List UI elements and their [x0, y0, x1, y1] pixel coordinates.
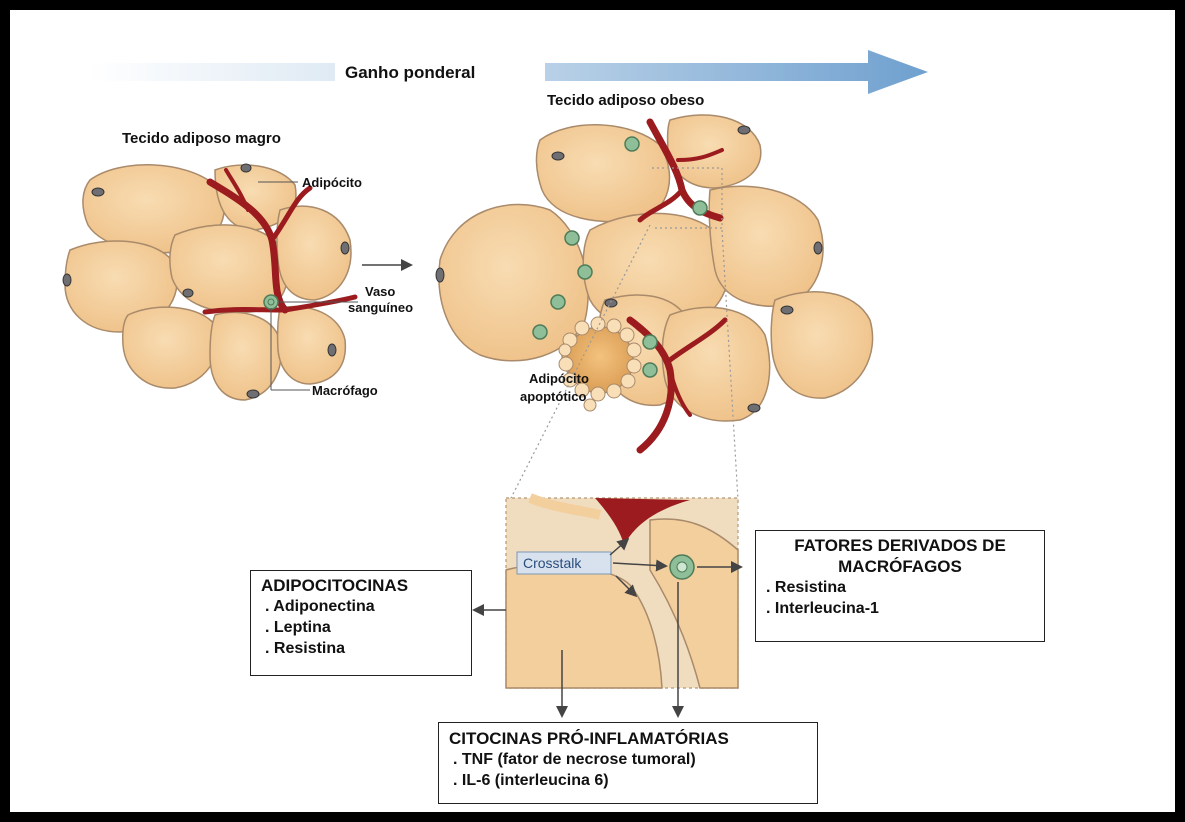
adipocitocinas-item: . Adiponectina — [261, 596, 461, 617]
fatores-box: FATORES DERIVADOS DE MACRÓFAGOS . Resist… — [755, 530, 1045, 642]
diagram-canvas: Ganho ponderal Tecido adiposo magro — [10, 10, 1175, 812]
zoom-panel: Crosstalk — [506, 498, 738, 688]
arrow-title: Ganho ponderal — [345, 63, 475, 82]
adipocitocinas-item: . Leptina — [261, 617, 461, 638]
label-apoptotic-2: apoptótico — [520, 389, 586, 404]
label-vessel-1: Vaso — [365, 284, 395, 299]
citocinas-box: CITOCINAS PRÓ-INFLAMATÓRIAS . TNF (fator… — [438, 722, 818, 804]
fatores-title-2: MACRÓFAGOS — [762, 556, 1038, 577]
fatores-item: . Interleucina-1 — [762, 598, 1038, 619]
fatores-title-1: FATORES DERIVADOS DE — [762, 535, 1038, 556]
label-vessel-2: sanguíneo — [348, 300, 413, 315]
adipocitocinas-box: ADIPOCITOCINAS . Adiponectina . Leptina … — [250, 570, 472, 676]
label-apoptotic-1: Adipócito — [529, 371, 589, 386]
citocinas-title: CITOCINAS PRÓ-INFLAMATÓRIAS — [449, 728, 807, 749]
crosstalk-label: Crosstalk — [523, 555, 582, 571]
fatores-item: . Resistina — [762, 577, 1038, 598]
obese-title: Tecido adiposo obeso — [547, 92, 704, 109]
lean-tissue: Tecido adiposo magro — [63, 130, 413, 400]
citocinas-item: . TNF (fator de necrose tumoral) — [449, 749, 807, 770]
adipocitocinas-title: ADIPOCITOCINAS — [261, 575, 461, 596]
citocinas-item: . IL-6 (interleucina 6) — [449, 770, 807, 791]
adipocitocinas-item: . Resistina — [261, 638, 461, 659]
diagram-frame: Ganho ponderal Tecido adiposo magro — [10, 10, 1175, 812]
label-adipocyte: Adipócito — [302, 175, 362, 190]
weight-gain-arrow: Ganho ponderal — [88, 50, 928, 94]
label-macrophage: Macrófago — [312, 383, 378, 398]
lean-title: Tecido adiposo magro — [122, 130, 281, 147]
obese-tissue: Tecido adiposo obeso — [436, 92, 873, 500]
